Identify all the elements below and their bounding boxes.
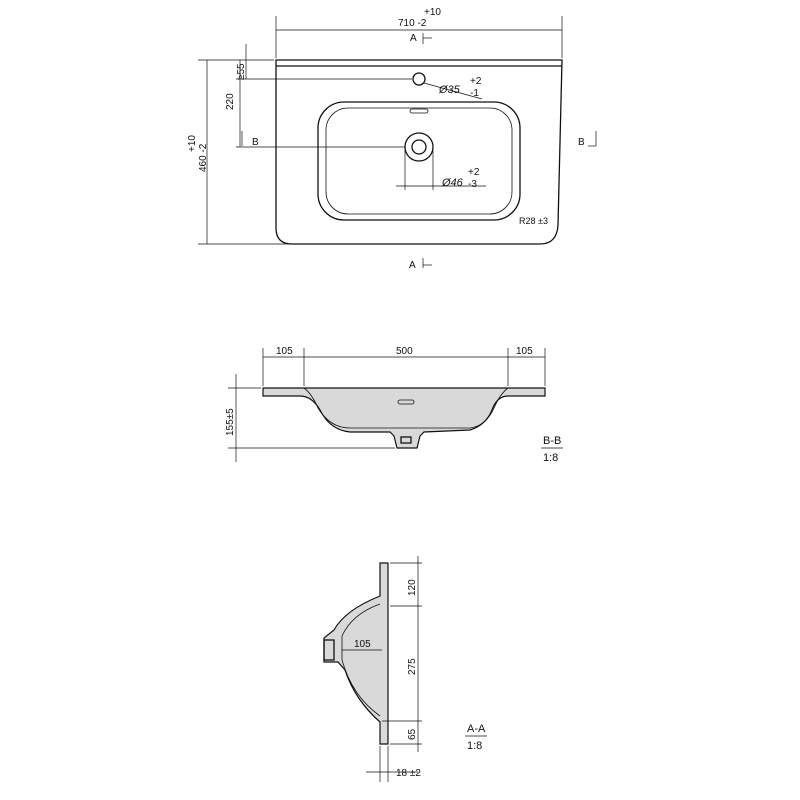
- basin-outline: [275, 59, 563, 245]
- section-bb-profile: [262, 387, 546, 449]
- tap-hole-dia: Ø35: [438, 84, 461, 96]
- tap-hole-tol-plus: +2: [470, 76, 482, 87]
- tap-hole: [412, 72, 426, 86]
- tap-hole-tol-minus: -1: [470, 88, 479, 99]
- aa-dim-120: 120: [407, 579, 418, 596]
- bb-height: 155±5: [225, 408, 236, 436]
- bb-dim-left: 105: [276, 346, 293, 357]
- tap-leader: [423, 82, 483, 100]
- section-bb-drain: [400, 436, 412, 444]
- section-a-bottom-label: A: [409, 260, 416, 271]
- width-label: 710 -2: [398, 18, 427, 29]
- drain-tol-plus: +2: [468, 167, 480, 178]
- bowl-outline: [317, 101, 521, 221]
- bb-scale: 1:8: [543, 452, 558, 464]
- aa-label: A-A: [467, 723, 486, 735]
- section-a-top-label: A: [410, 33, 417, 44]
- depth-label: 460 -2: [198, 143, 209, 172]
- aa-scale: 1:8: [467, 740, 482, 752]
- drain-outer: [404, 132, 434, 162]
- section-b-right-label: B: [578, 137, 585, 148]
- overflow-slot: [409, 108, 429, 114]
- section-bb-inner: [303, 387, 509, 429]
- section-bb: 105 500 105 155±5 B-B 1:8: [225, 346, 563, 464]
- aa-dim-105: 105: [354, 639, 371, 650]
- width-tol-plus: +10: [424, 7, 441, 18]
- drain-inner: [411, 139, 427, 155]
- drain-tol-minus: -3: [468, 179, 477, 190]
- top-view: +10 710 -2 +10 460 -2 220 ≥55 Ø35 +2 -1 …: [187, 7, 597, 271]
- section-b-left-label: B: [252, 137, 259, 148]
- depth-tol-plus: +10: [187, 135, 198, 152]
- bowl-inner-outline: [325, 107, 513, 215]
- dim-220-label: 220: [225, 93, 236, 110]
- corner-radius: R28 ±3: [519, 216, 548, 226]
- section-bb-overflow: [397, 399, 415, 405]
- bb-dim-right: 105: [516, 346, 533, 357]
- section-aa: 120 275 65 105 18 ±2 A-A 1:8: [323, 556, 487, 782]
- drain-dia: Ø46: [441, 177, 464, 189]
- aa-dim-275: 275: [407, 658, 418, 675]
- bb-dim-mid: 500: [396, 346, 413, 357]
- bb-label: B-B: [543, 435, 561, 447]
- section-aa-inner: [341, 603, 381, 717]
- dim-55-label: ≥55: [236, 63, 247, 80]
- section-aa-drain: [323, 639, 335, 661]
- aa-thickness: 18 ±2: [396, 768, 421, 779]
- aa-dim-65: 65: [407, 728, 418, 740]
